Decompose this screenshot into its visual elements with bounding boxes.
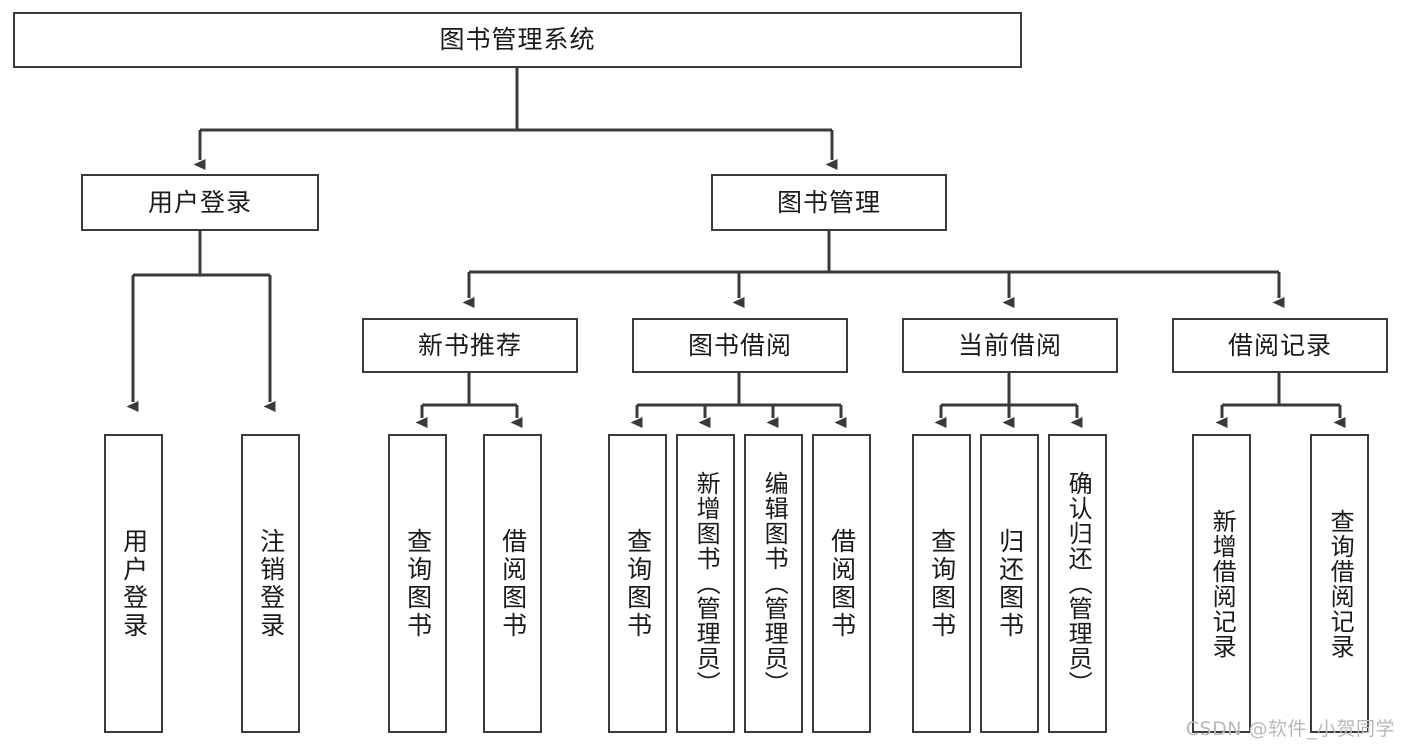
- node-current-borrow[interactable]: 当前借阅: [902, 318, 1118, 373]
- node-leaf-query-book-1[interactable]: 查询图书: [388, 434, 447, 733]
- node-leaf-query-book-2-label: 查询图书: [623, 527, 653, 640]
- node-root[interactable]: 图书管理系统: [13, 12, 1022, 68]
- node-leaf-user-login[interactable]: 用户登录: [104, 434, 163, 733]
- node-new-book-rec[interactable]: 新书推荐: [362, 318, 578, 373]
- node-leaf-borrow-book-2-label: 借阅图书: [827, 527, 857, 640]
- node-leaf-add-record-label: 新增借阅记录: [1208, 508, 1237, 659]
- node-leaf-borrow-book-1[interactable]: 借阅图书: [483, 434, 542, 733]
- node-leaf-query-book-2[interactable]: 查询图书: [608, 434, 667, 733]
- node-leaf-query-record-label: 查询借阅记录: [1326, 508, 1355, 659]
- node-leaf-confirm-return-label: 确认归还（管理员）: [1064, 471, 1093, 696]
- node-leaf-return-book-label: 归还图书: [995, 527, 1025, 640]
- node-leaf-return-book[interactable]: 归还图书: [980, 434, 1039, 733]
- node-leaf-query-book-3-label: 查询图书: [927, 527, 957, 640]
- node-leaf-query-book-1-label: 查询图书: [403, 527, 433, 640]
- node-book-manage-label: 图书管理: [776, 187, 881, 217]
- node-leaf-borrow-book-2[interactable]: 借阅图书: [812, 434, 871, 733]
- node-leaf-query-book-3[interactable]: 查询图书: [912, 434, 971, 733]
- node-leaf-logout-label: 注销登录: [256, 527, 286, 640]
- node-book-borrow[interactable]: 图书借阅: [632, 318, 848, 373]
- node-leaf-add-book-label: 新增图书（管理员）: [692, 471, 721, 696]
- node-root-label: 图书管理系统: [439, 25, 596, 55]
- node-new-book-rec-label: 新书推荐: [417, 330, 522, 360]
- node-leaf-logout[interactable]: 注销登录: [241, 434, 300, 733]
- node-current-borrow-label: 当前借阅: [957, 330, 1062, 360]
- node-borrow-record-label: 借阅记录: [1227, 330, 1332, 360]
- node-leaf-edit-book[interactable]: 编辑图书（管理员）: [744, 434, 803, 733]
- node-user-login-label: 用户登录: [147, 187, 252, 217]
- node-leaf-edit-book-label: 编辑图书（管理员）: [760, 471, 789, 696]
- csdn-watermark: CSDN @软件_小贺同学: [1185, 718, 1395, 740]
- node-leaf-confirm-return[interactable]: 确认归还（管理员）: [1048, 434, 1107, 733]
- node-borrow-record[interactable]: 借阅记录: [1172, 318, 1388, 373]
- node-leaf-borrow-book-1-label: 借阅图书: [498, 527, 528, 640]
- node-leaf-user-login-label: 用户登录: [119, 527, 149, 640]
- node-book-manage[interactable]: 图书管理: [711, 174, 947, 231]
- node-leaf-add-book[interactable]: 新增图书（管理员）: [676, 434, 735, 733]
- node-leaf-add-record[interactable]: 新增借阅记录: [1192, 434, 1251, 733]
- node-leaf-query-record[interactable]: 查询借阅记录: [1310, 434, 1369, 733]
- node-user-login[interactable]: 用户登录: [81, 174, 319, 231]
- node-book-borrow-label: 图书借阅: [687, 330, 792, 360]
